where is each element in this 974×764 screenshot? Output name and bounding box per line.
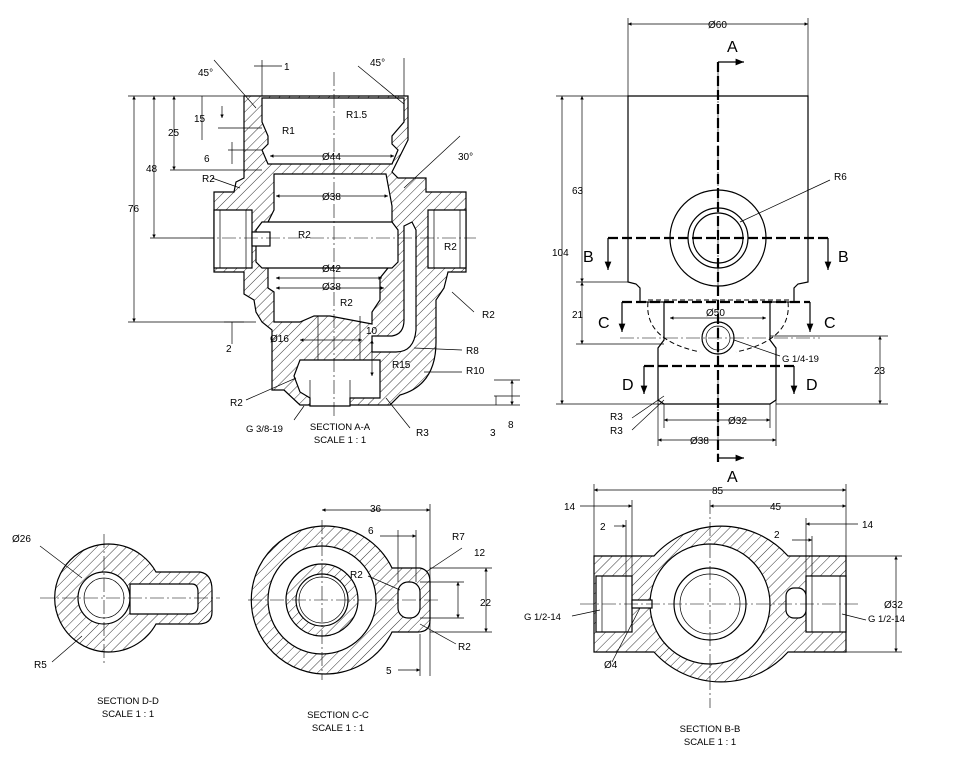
section-cc-view: 36 6 R7 12 R2 22 R2 5 SECTION C-C SCALE … [248,504,492,734]
cut-label-b-left: B [583,249,594,266]
dim-14-right: 14 [862,520,874,531]
dim-r2-c: R2 [444,242,457,253]
dim-dia26: Ø26 [12,534,31,545]
section-aa-scale: SCALE 1 : 1 [314,435,366,446]
dim-dia16: Ø16 [270,334,289,345]
section-dd-scale: SCALE 1 : 1 [102,709,154,720]
dim-36: 36 [370,504,382,515]
dim-chamfer-right: 45° [370,58,385,69]
dim-dia32-bb: Ø32 [884,600,903,611]
section-aa-side-channel [371,221,417,353]
dim-30deg: 30° [458,152,473,163]
dim-dia32: Ø32 [728,416,747,427]
dim-r8: R8 [466,346,479,357]
dim-r2-f: R2 [230,398,243,409]
dim-r6: R6 [834,172,847,183]
section-dd-title: SECTION D-D [97,696,159,707]
cut-label-d-right: D [806,377,818,394]
dim-8: 8 [508,420,514,431]
dim-dia60: Ø60 [708,20,727,31]
dim-dia38-a: Ø38 [322,192,341,203]
dim-2-right: 2 [774,530,780,541]
dim-r7: R7 [452,532,465,543]
cut-label-a-bottom: A [727,469,738,486]
dim-r1: R1 [282,126,295,137]
dim-dia38-b: Ø38 [322,282,341,293]
dim-23: 23 [874,366,886,377]
section-aa-view: 45° 1 45° R1.5 15 R1 25 6 48 Ø44 30° R2 … [128,58,520,446]
dim-2-left: 2 [600,522,606,533]
dim-thread-1-2-left: G 1/2-14 [524,612,561,623]
dim-r2-a: R2 [202,174,215,185]
dim-thread-3-8: G 3/8-19 [246,424,283,435]
section-bb-view: 85 14 45 2 14 2 Ø32 G 1/2-14 G 1/2-14 Ø4… [524,484,905,748]
dim-thread-1-2-right: G 1/2-14 [868,614,905,625]
dim-r2-cc-b: R2 [458,642,471,653]
dim-thread-1-4: G 1/4-19 [782,354,819,365]
dim-chamfer-left: 45° [198,68,213,79]
dim-dia38: Ø38 [690,436,709,447]
dim-104: 104 [552,248,569,259]
dim-22: 22 [480,598,492,609]
dim-2: 2 [226,344,232,355]
section-aa-title: SECTION A-A [310,422,371,433]
section-cc-title: SECTION C-C [307,710,369,721]
dim-r2-cc-a: R2 [350,570,363,581]
dim-r10: R10 [466,366,485,377]
dim-45: 45 [770,502,782,513]
dim-1: 1 [284,62,290,73]
dim-r2-d: R2 [340,298,353,309]
dim-6-cc: 6 [368,526,374,537]
section-aa-right-port [427,209,467,269]
cut-label-b-right: B [838,249,849,266]
section-aa-ring-groove [255,221,399,269]
section-dd-view: Ø26 R5 SECTION D-D SCALE 1 : 1 [12,534,220,720]
front-view: Ø60 R6 63 104 21 Ø50 G 1/4-19 23 R3 R3 Ø… [552,18,888,486]
section-bb-scale: SCALE 1 : 1 [684,737,736,748]
dim-r2-e: R2 [482,310,495,321]
dim-25: 25 [168,128,180,139]
cut-label-c-left: C [598,315,610,332]
dim-15: 15 [194,114,206,125]
dim-10: 10 [366,326,378,337]
dim-r5: R5 [34,660,47,671]
section-aa-top-bore [261,97,405,165]
section-bb-title: SECTION B-B [680,724,741,735]
dim-48: 48 [146,164,158,175]
dim-dia50: Ø50 [706,308,725,319]
dim-6: 6 [204,154,210,165]
dim-r3: R3 [416,428,429,439]
dim-3: 3 [490,428,496,439]
dim-85: 85 [712,486,724,497]
dim-r3-b: R3 [610,426,623,437]
dim-63: 63 [572,186,584,197]
dim-r1-5: R1.5 [346,110,368,121]
dim-12: 12 [474,548,486,559]
dim-r15: R15 [392,360,411,371]
dim-21: 21 [572,310,584,321]
cut-label-a-top: A [727,39,738,56]
cut-label-d-left: D [622,377,634,394]
dim-dia4: Ø4 [604,660,618,671]
dim-dia42: Ø42 [322,264,341,275]
dim-14-left: 14 [564,502,576,513]
dim-dia44: Ø44 [322,152,341,163]
dim-r3-a: R3 [610,412,623,423]
section-cc-scale: SCALE 1 : 1 [312,723,364,734]
dim-5: 5 [386,666,392,677]
dim-r2-b: R2 [298,230,311,241]
cut-label-c-right: C [824,315,836,332]
section-aa-left-port [213,209,253,269]
dim-76: 76 [128,204,140,215]
